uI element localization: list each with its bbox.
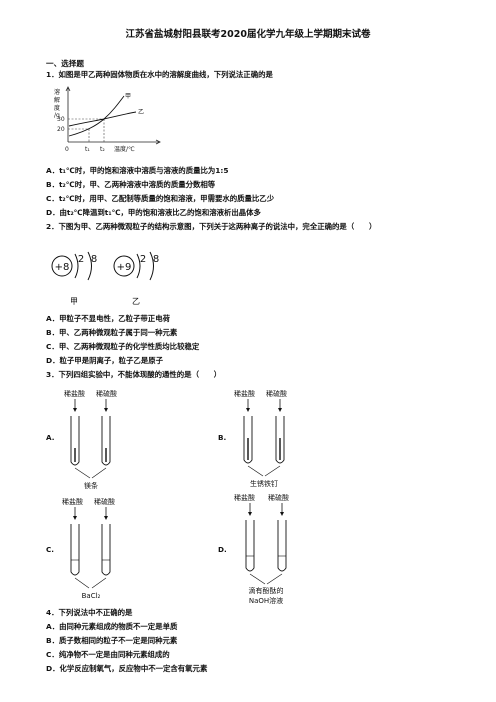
q3-stem: 3．下列四组实验中，不能体现酸的通性的是（ ） [46,370,222,379]
pointer-a-1 [74,467,91,479]
page-title: 江苏省盐城射阳县联考2020届化学九年级上学期期末试卷 [125,29,371,40]
q4-option-c: C．纯净物不一定是由同种元素组成的 [46,650,170,659]
acid-label-hcl-d: 稀盐酸 [234,493,255,502]
y-axis-label-3: 度 [54,104,60,112]
x-tick-t1: t₁ [85,146,90,153]
shell-arc-jia-1 [74,253,79,279]
particle-label-jia: 甲 [70,297,78,306]
arrow-head-a-2 [104,408,108,412]
electron-count-yi-2: 8 [153,254,159,265]
test-tube-d-2 [277,520,287,572]
q1-option-a: A．t₁℃时，甲的饱和溶液中溶质与溶液的质量比为1:5 [46,166,229,175]
arrow-head-c-1 [73,516,77,520]
q2-stem: 2．下图为甲、乙两种微观粒子的结构示意图，下列关于这两种离子的说法中，完全正确的… [46,222,377,231]
acid-label-h2so4-a: 稀硫酸 [96,389,117,398]
y-axis-label-2: 解 [54,96,60,104]
curve-label-jia: 甲 [125,93,131,100]
q2-option-b: B．甲、乙两种微观粒子属于同一种元素 [46,328,178,337]
reagent-label-c: BaCl₂ [82,592,101,600]
arrow-head-b-1 [246,408,250,412]
test-tube-a-2 [101,416,111,466]
acid-label-hcl-a: 稀盐酸 [64,389,85,398]
acid-label-h2so4-b: 稀硫酸 [266,389,287,398]
test-tube-b-1 [243,416,253,464]
shell-arc-yi-1 [136,253,141,279]
particle-label-yi: 乙 [132,297,140,306]
x-tick-t2: t₂ [100,146,105,153]
q3-option-a-letter: A. [46,433,55,442]
pointer-d-2 [266,573,283,585]
curve-yi [68,111,137,127]
q2-option-c: C．甲、乙两种微观粒子的化学性质均比较稳定 [46,342,200,351]
shell-arc-yi-2 [149,251,154,281]
x-axis-label: 温度/℃ [114,145,135,153]
q3-option-d-letter: D. [218,545,227,554]
y-axis-label-1: 溶 [54,88,60,96]
reagent-label-b: 生锈铁钉 [250,479,278,488]
test-tube-c-2 [101,524,111,576]
test-tube-a-1 [70,416,80,466]
reagent-label-a: 镁条 [84,481,98,490]
q3-option-b-letter: B. [218,433,227,442]
q3-option-c-letter: C. [46,545,55,554]
arrow-head-d-2 [280,512,284,516]
q3-figure-b: 稀盐酸 稀硫酸 生锈铁钉 [234,389,287,488]
y-axis-unit: /g [54,112,60,119]
curve-label-yi: 乙 [138,109,144,116]
shell-arc-jia-2 [87,251,92,281]
nucleus-circle-jia [51,255,73,277]
acid-label-hcl-c: 稀盐酸 [62,497,83,506]
reagent-label-d-1: 滴有酚酞的 [249,586,284,595]
electron-count-jia-1: 2 [78,254,84,265]
q3-figure-a: 稀盐酸 稀硫酸 镁条 [64,389,117,490]
arrow-head-b-2 [278,408,282,412]
q3-figure-c: 稀盐酸 稀硫酸 BaCl₂ [62,497,115,600]
pointer-c-2 [91,577,107,589]
pointer-b-2 [264,465,281,477]
pointer-a-2 [91,467,107,479]
test-tube-c-1 [70,524,80,576]
particle-yi: +9 2 8 乙 [113,251,159,306]
electron-count-jia-2: 8 [91,254,97,265]
electron-count-yi-1: 2 [140,254,146,265]
test-tube-b-2 [275,416,285,464]
arrow-head-d-1 [248,512,252,516]
q1-stem: 1．如图是甲乙两种固体物质在水中的溶解度曲线，下列说法正确的是 [46,70,273,79]
acid-label-hcl-b: 稀盐酸 [234,389,255,398]
pointer-d-1 [249,573,266,585]
q1-option-c: C．t₂℃时，用甲、乙配制等质量的饱和溶液，甲需要水的质量比乙少 [46,194,275,203]
q4-option-a: A．由同种元素组成的物质不一定是单质 [46,622,178,631]
x-axis-arrow-icon [155,139,161,145]
q3-figure-d: 稀盐酸 稀硫酸 滴有酚酞的 NaOH溶液 [234,493,289,605]
particle-jia: +8 2 8 甲 [51,251,97,306]
y-axis-arrow-icon [65,86,71,92]
section-heading: 一、选择题 [46,59,84,68]
particle-structure-figure: +8 2 8 甲 +9 2 8 乙 [51,251,159,306]
nucleus-charge-yi: +9 [117,262,132,273]
q4-stem: 4．下列说法中不正确的是 [46,608,133,617]
reagent-label-d-2: NaOH溶液 [249,596,283,605]
x-tick-0: 0 [65,146,69,153]
q2-option-d: D．粒子甲是阴离子，粒子乙是原子 [46,356,163,365]
acid-label-h2so4-c: 稀硫酸 [94,497,115,506]
solubility-curve-figure: 溶 解 度 /g 30 20 甲 乙 0 t₁ t₂ 温度/℃ [54,86,161,153]
test-tube-d-1 [245,520,255,572]
pointer-c-1 [74,577,90,589]
acid-label-h2so4-d: 稀硫酸 [268,493,289,502]
pointer-b-1 [247,465,264,477]
q4-option-b: B．质子数相同的粒子不一定是同种元素 [46,636,178,645]
nucleus-circle-yi [113,255,135,277]
arrow-head-a-1 [73,408,77,412]
q1-option-b: B．t₂℃时，甲、乙两种溶液中溶质的质量分数相等 [46,180,216,189]
y-tick-30: 30 [57,116,65,123]
y-tick-20: 20 [57,126,65,133]
q1-option-d: D．由t₂℃降温到t₁℃，甲的饱和溶液比乙的饱和溶液析出晶体多 [46,208,261,217]
nucleus-charge-jia: +8 [55,262,70,273]
arrow-head-c-2 [104,516,108,520]
q4-option-d: D．化学反应制氧气，反应物中不一定含有氧元素 [46,664,208,673]
q2-option-a: A．甲粒子不显电性，乙粒子带正电荷 [46,314,170,323]
